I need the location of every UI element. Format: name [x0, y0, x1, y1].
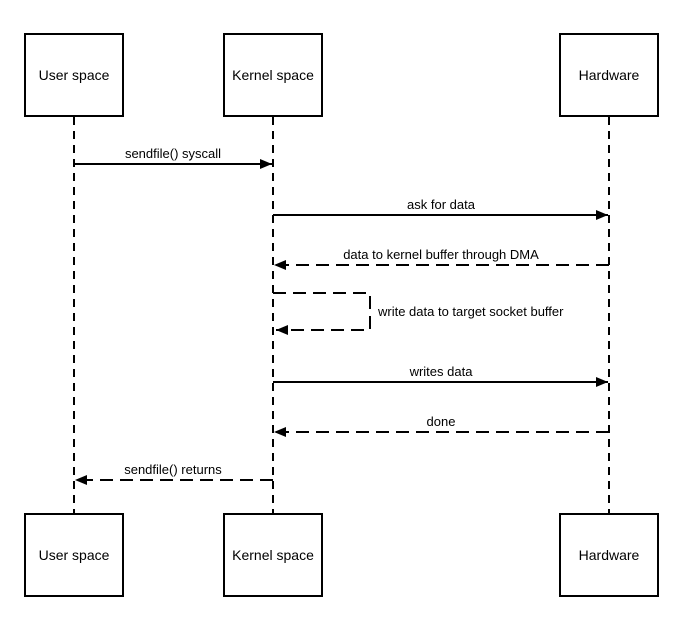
- message-label-sendfile-syscall: sendfile() syscall: [122, 146, 224, 161]
- actor-box-hardware-bottom: Hardware: [559, 513, 659, 597]
- actor-box-kernel-space-bottom: Kernel space: [223, 513, 323, 597]
- actor-box-user-space-top: User space: [24, 33, 124, 117]
- actor-box-user-space-bottom: User space: [24, 513, 124, 597]
- message-label-data-to-kernel-buffer: data to kernel buffer through DMA: [341, 247, 541, 262]
- actor-box-hardware-top: Hardware: [559, 33, 659, 117]
- message-label-done: done: [424, 414, 458, 429]
- message-label-sendfile-returns: sendfile() returns: [122, 462, 224, 477]
- arrow-self-write-socket-buffer: [273, 292, 371, 335]
- message-label-write-socket-buffer: write data to target socket buffer: [376, 304, 566, 319]
- message-label-ask-for-data: ask for data: [405, 197, 477, 212]
- actor-box-kernel-space-top: Kernel space: [223, 33, 323, 117]
- message-label-writes-data: writes data: [407, 364, 475, 379]
